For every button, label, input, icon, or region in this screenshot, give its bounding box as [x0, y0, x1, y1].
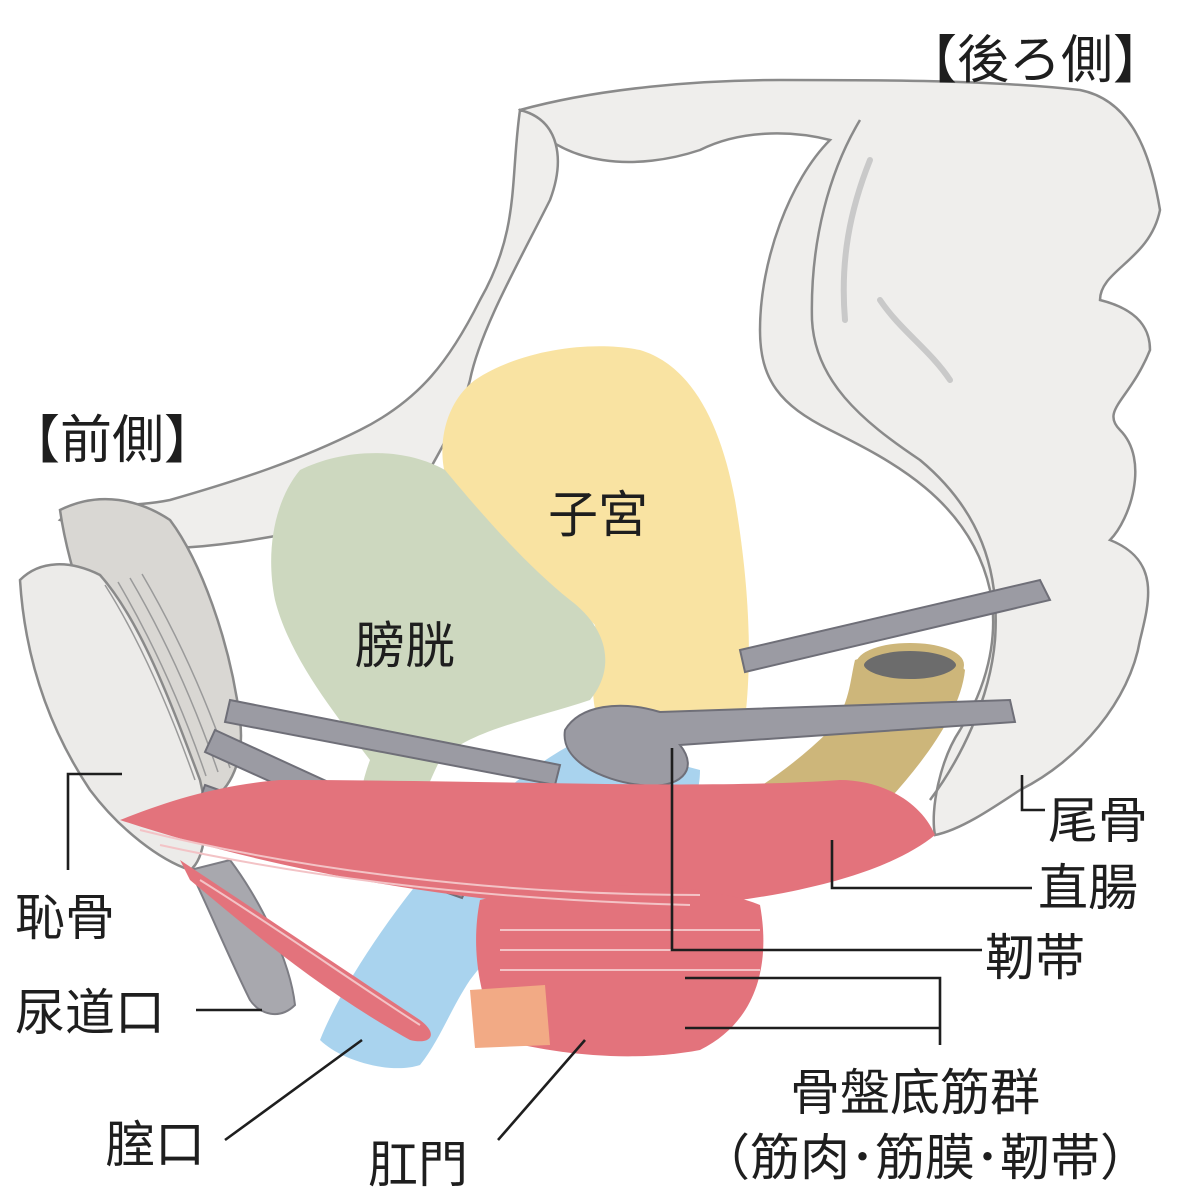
pubis-cartilage-lines: [104, 573, 231, 781]
coccyx-label: 尾骨: [1048, 792, 1148, 850]
rectum-label: 直腸: [1038, 859, 1138, 917]
pelvis-outline: [517, 78, 1162, 837]
leader-ligament: [670, 748, 982, 952]
vaginal-opening-label: 腟口: [105, 1116, 205, 1174]
labels: 【後ろ側】 【前側】 子宮 膀胱 尾骨 直腸 靭帯 恥骨 尿道口 骨盤底筋群 （…: [8, 31, 1165, 1194]
back-side-label: 【後ろ側】: [905, 31, 1165, 91]
pelvic-floor-sublabel: （筋肉･筋膜･靭帯）: [700, 1129, 1150, 1187]
uterus-label: 子宮: [548, 486, 648, 544]
pelvic-floor-muscles: [120, 780, 935, 1057]
pelvic-floor-label: 骨盤底筋群: [790, 1064, 1040, 1122]
pubis-label: 恥骨: [15, 889, 115, 947]
pelvic-bone: [57, 78, 1162, 837]
leader-lines: [66, 748, 1045, 1142]
uterus-shape: [442, 346, 749, 732]
leader-anus: [497, 1039, 586, 1141]
urethral-opening-label: 尿道口: [15, 984, 165, 1042]
sacrum-shading: [840, 157, 953, 383]
anus-label: 肛門: [368, 1136, 468, 1194]
pubic-bone: [18, 497, 297, 1015]
ligament-label: 靭帯: [985, 929, 1085, 987]
bladder-shape: [271, 453, 606, 860]
leader-coccyx: [1020, 775, 1045, 812]
bladder-label: 膀胱: [355, 617, 455, 675]
leader-pelvic-floor: [685, 976, 942, 1045]
sacrum-inner-curve: [810, 119, 997, 801]
leader-rectum: [830, 840, 1032, 890]
front-side-label: 【前側】: [8, 411, 216, 471]
leader-vaginal-opening: [224, 1038, 363, 1142]
leader-pubis: [66, 772, 122, 870]
